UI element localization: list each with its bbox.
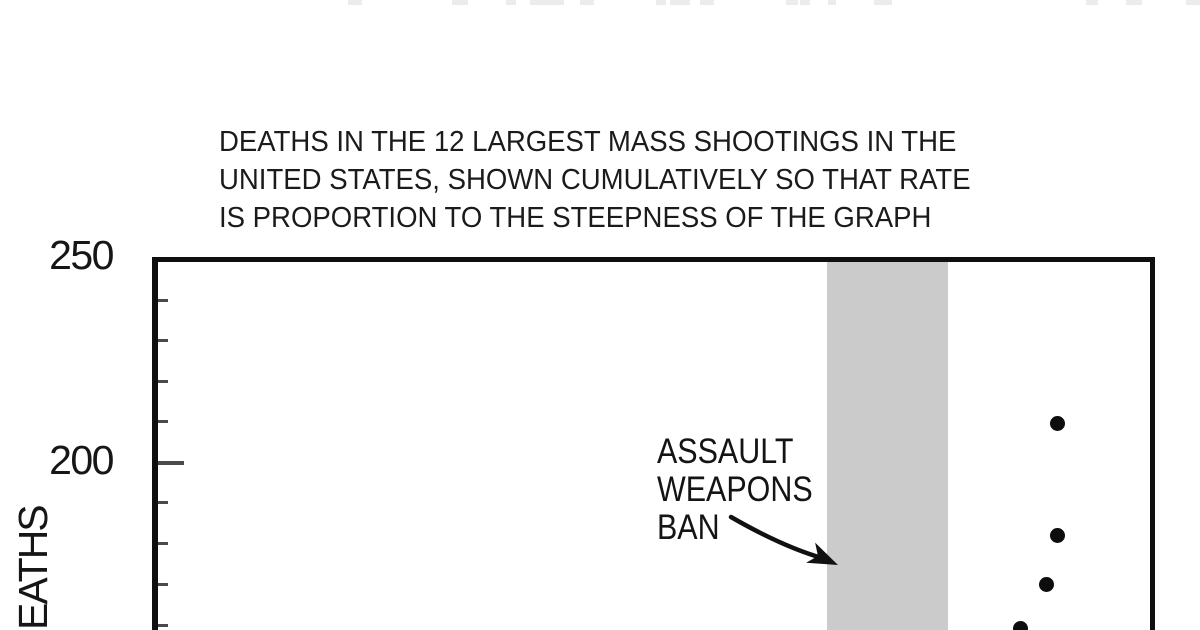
cropped-text-remnant xyxy=(874,0,892,5)
cropped-text-remnant xyxy=(506,0,516,5)
y-axis-minor-tick xyxy=(158,339,168,342)
y-axis-minor-tick xyxy=(158,299,168,302)
cropped-text-remnant xyxy=(580,0,594,5)
chart-title-line-3: IS PROPORTION TO THE STEEPNESS OF THE GR… xyxy=(219,202,932,234)
cropped-text-remnant xyxy=(548,0,564,5)
data-point-dot xyxy=(1049,527,1065,543)
y-axis-major-tick xyxy=(158,461,184,465)
chart-title: DEATHS IN THE 12 LARGEST MASS SHOOTINGS … xyxy=(219,123,971,237)
cropped-text-remnant xyxy=(656,0,666,5)
y-axis-label: EATHS xyxy=(10,506,56,630)
data-point-dot xyxy=(1049,415,1065,431)
plot-left-axis xyxy=(152,257,158,630)
cropped-text-remnant xyxy=(670,0,690,5)
cropped-text-remnant xyxy=(700,0,714,5)
y-axis-minor-tick xyxy=(158,380,168,383)
data-point-dot xyxy=(1012,620,1028,630)
cropped-text-remnant xyxy=(530,0,552,5)
y-axis-minor-tick xyxy=(158,542,168,545)
y-axis-minor-tick xyxy=(158,501,168,504)
annotation-line-1: ASSAULT xyxy=(657,432,794,471)
cropped-text-remnant xyxy=(786,0,798,5)
plot-top-border xyxy=(152,257,1155,262)
cropped-text-remnant xyxy=(348,0,362,5)
data-point-dot xyxy=(1038,576,1054,592)
annotation-line-3: BAN xyxy=(657,508,720,547)
cropped-text-remnant xyxy=(1186,0,1200,5)
annotation-assault-weapons-ban: ASSAULT WEAPONS BAN xyxy=(657,433,813,547)
cropped-text-remnant xyxy=(452,0,468,5)
y-axis-minor-tick xyxy=(158,624,168,627)
annotation-line-2: WEAPONS xyxy=(657,470,813,509)
y-axis-minor-tick xyxy=(158,420,168,423)
y-tick-label-250: 250 xyxy=(49,232,114,278)
chart-title-line-1: DEATHS IN THE 12 LARGEST MASS SHOOTINGS … xyxy=(219,126,957,158)
chart-title-line-2: UNITED STATES, SHOWN CUMULATIVELY SO THA… xyxy=(219,164,971,196)
assault-weapons-ban-band xyxy=(827,262,948,630)
plot-right-border xyxy=(1150,257,1155,630)
cropped-text-remnant xyxy=(1086,0,1098,5)
cropped-text-remnant xyxy=(1126,0,1142,5)
cropped-text-remnant xyxy=(800,0,810,5)
cropped-text-remnant xyxy=(828,0,836,5)
y-axis-minor-tick xyxy=(158,583,168,586)
y-tick-label-200: 200 xyxy=(49,437,114,483)
